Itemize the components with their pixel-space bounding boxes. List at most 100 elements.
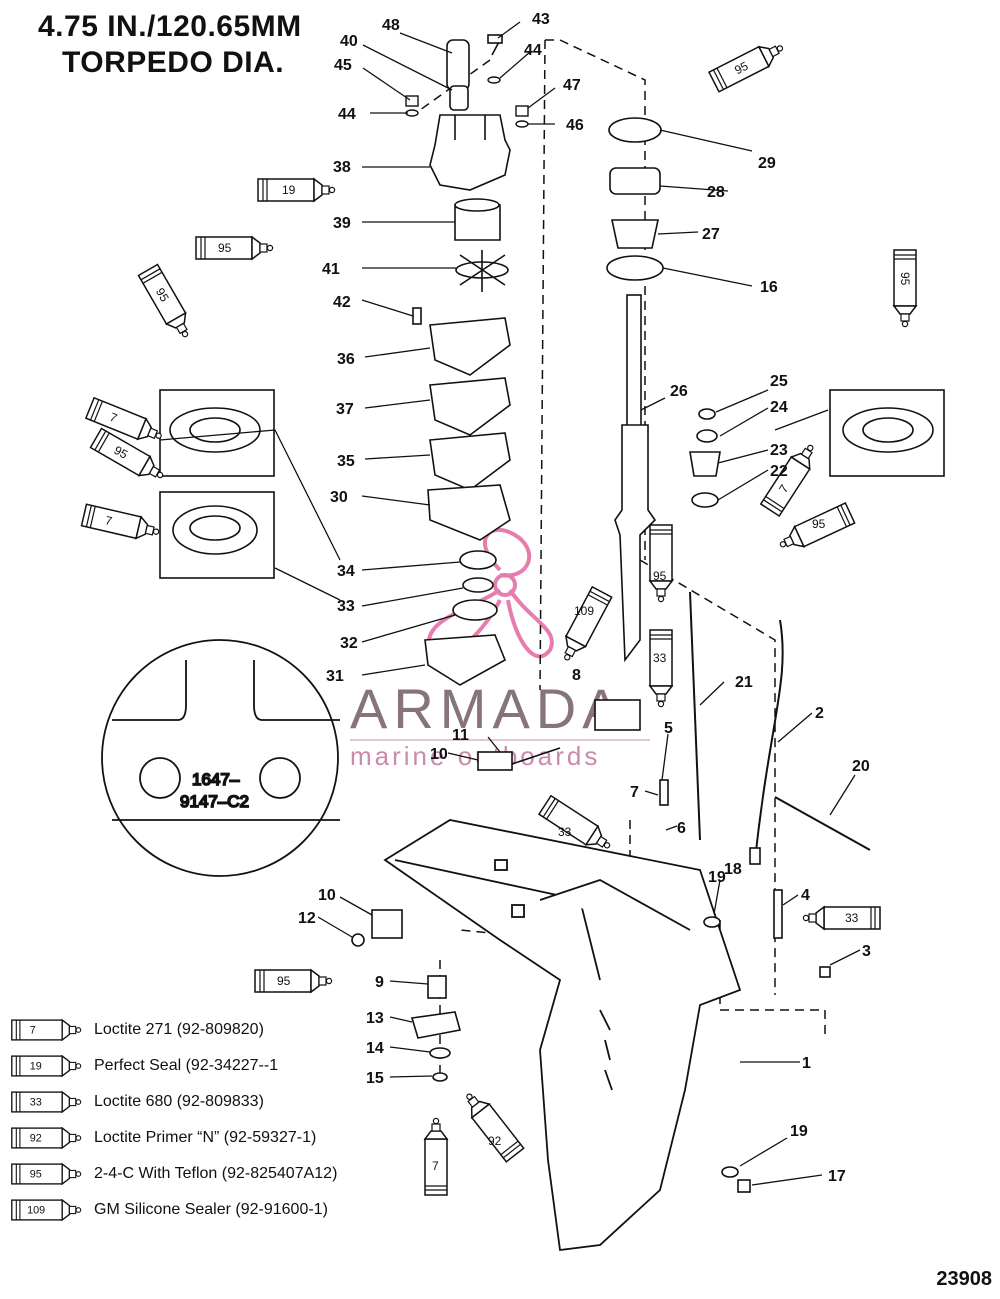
part-9-bearing	[427, 975, 447, 999]
callout: 20	[852, 758, 870, 775]
lower-small-parts	[351, 699, 831, 1193]
tube-label: 33	[558, 825, 572, 839]
tube-7-right: 7	[760, 439, 822, 517]
part-24	[696, 429, 718, 443]
callout: 29	[758, 155, 776, 172]
part-16-shim	[606, 255, 664, 281]
part-10-anode-lower	[371, 909, 403, 939]
tube-label: 95	[112, 443, 131, 462]
tube-95-lower: 95	[254, 969, 333, 993]
part-7-spring	[659, 779, 669, 806]
callout: 22	[770, 463, 788, 480]
legend-num: 33	[30, 1097, 42, 1109]
legend-num: 19	[30, 1061, 42, 1073]
part-37-plate	[429, 377, 511, 436]
watermark: ARMADA marine outboards	[350, 528, 650, 771]
gear-housing	[383, 819, 742, 1252]
detail-view-circle: 1647– 9147–C2	[101, 639, 340, 877]
callout: 35	[337, 453, 355, 470]
tube-92-bottom	[458, 1087, 525, 1163]
part-14-washer	[429, 1047, 451, 1059]
tube-33-center	[649, 629, 673, 708]
callout: 25	[770, 373, 788, 390]
legend-row: 95 2-4-C With Teflon (92-825407A12)	[10, 1156, 430, 1192]
part-21-shift-shaft	[689, 591, 701, 841]
callout: 28	[707, 184, 725, 201]
tube-label: 92	[488, 1134, 502, 1148]
part-driveshaft-lower	[614, 424, 657, 663]
legend-text: Loctite 680 (92-809833)	[94, 1093, 264, 1110]
diagram-code: 23908	[936, 1268, 992, 1290]
sealant-tubes: 95 19 95 95 7 95 7 95 7 95 95 109 33 33 …	[80, 36, 917, 1196]
callout: 23	[770, 442, 788, 459]
callout: 34	[337, 563, 355, 580]
callout: 36	[337, 351, 355, 368]
part-19-washer-lower	[721, 1166, 739, 1178]
tube-label: 7	[108, 410, 120, 426]
tube-label: 7	[432, 1159, 439, 1173]
legend-text: Perfect Seal (92-34227--1	[94, 1057, 279, 1074]
shafts-and-rods	[689, 591, 871, 861]
callout: 15	[366, 1070, 384, 1087]
tube-33-right	[802, 906, 881, 930]
callout: 38	[333, 159, 351, 176]
tube-label: 95	[277, 974, 291, 988]
callout: 30	[330, 489, 348, 506]
tube-label: 95	[812, 517, 826, 531]
tube-19: 19	[257, 178, 336, 202]
pump-plates	[424, 317, 511, 686]
part-31-gasket	[424, 634, 507, 686]
legend-text: GM Silicone Sealer (92-91600-1)	[94, 1201, 328, 1218]
watermark-tagline: marine outboards	[350, 741, 600, 771]
part-35-gasket	[429, 432, 511, 491]
detail-label-line1: 1647–	[192, 770, 240, 789]
callout: 5	[664, 720, 673, 737]
callout: 21	[735, 674, 753, 691]
tube-95-left-upper: 95	[137, 263, 197, 343]
tube-label: 19	[282, 183, 296, 197]
callout-numbers: 48 43 40 44 45 44 47 46 38 39 41 42 36 3…	[298, 11, 871, 1185]
water-pump-housing	[429, 34, 511, 191]
watermark-brand: ARMADA	[350, 677, 626, 740]
tube-top-right: 95	[708, 36, 788, 93]
tube-label: 33	[653, 651, 667, 665]
part-33-seal	[462, 577, 494, 593]
tube-icon: 7	[11, 1019, 82, 1041]
callout: 39	[333, 215, 351, 232]
callout: 31	[326, 668, 344, 685]
part-25	[698, 408, 716, 420]
callout: 7	[630, 784, 639, 801]
detail-label-line2: 9147–C2	[180, 792, 249, 811]
callout: 12	[298, 910, 316, 927]
part-32-oring	[452, 599, 498, 621]
callout: 42	[333, 294, 351, 311]
part-23-bushing	[689, 451, 721, 477]
small-fasteners	[405, 76, 529, 128]
leader-lines	[159, 21, 861, 1186]
part-48-tube	[446, 39, 470, 91]
callout: 16	[760, 279, 778, 296]
tube-95-left-mid: 95	[89, 427, 169, 487]
part-2-cable	[754, 619, 784, 861]
tube-95-right: 95	[893, 249, 917, 328]
callout: 44	[338, 106, 356, 123]
callout: 11	[452, 727, 469, 744]
part-41-impeller	[455, 250, 509, 292]
callout: 14	[366, 1040, 384, 1057]
tube-label: 33	[845, 911, 859, 925]
legend-row: 19 Perfect Seal (92-34227--1	[10, 1048, 430, 1084]
tube-109	[555, 586, 613, 666]
part-22-oring	[691, 492, 719, 508]
part-4-stud	[773, 889, 783, 939]
callout: 44	[524, 42, 542, 59]
tube-icon: 19	[11, 1055, 82, 1077]
part-18-fitting	[749, 847, 761, 865]
legend-text: Loctite 271 (92-809820)	[94, 1021, 264, 1038]
part-20-rod	[774, 796, 871, 851]
legend-num: 7	[30, 1025, 36, 1037]
legend-text: Loctite Primer “N” (92-59327-1)	[94, 1129, 317, 1146]
callout: 4	[801, 887, 810, 904]
tube-label: 109	[574, 604, 594, 618]
callout: 13	[366, 1010, 384, 1027]
